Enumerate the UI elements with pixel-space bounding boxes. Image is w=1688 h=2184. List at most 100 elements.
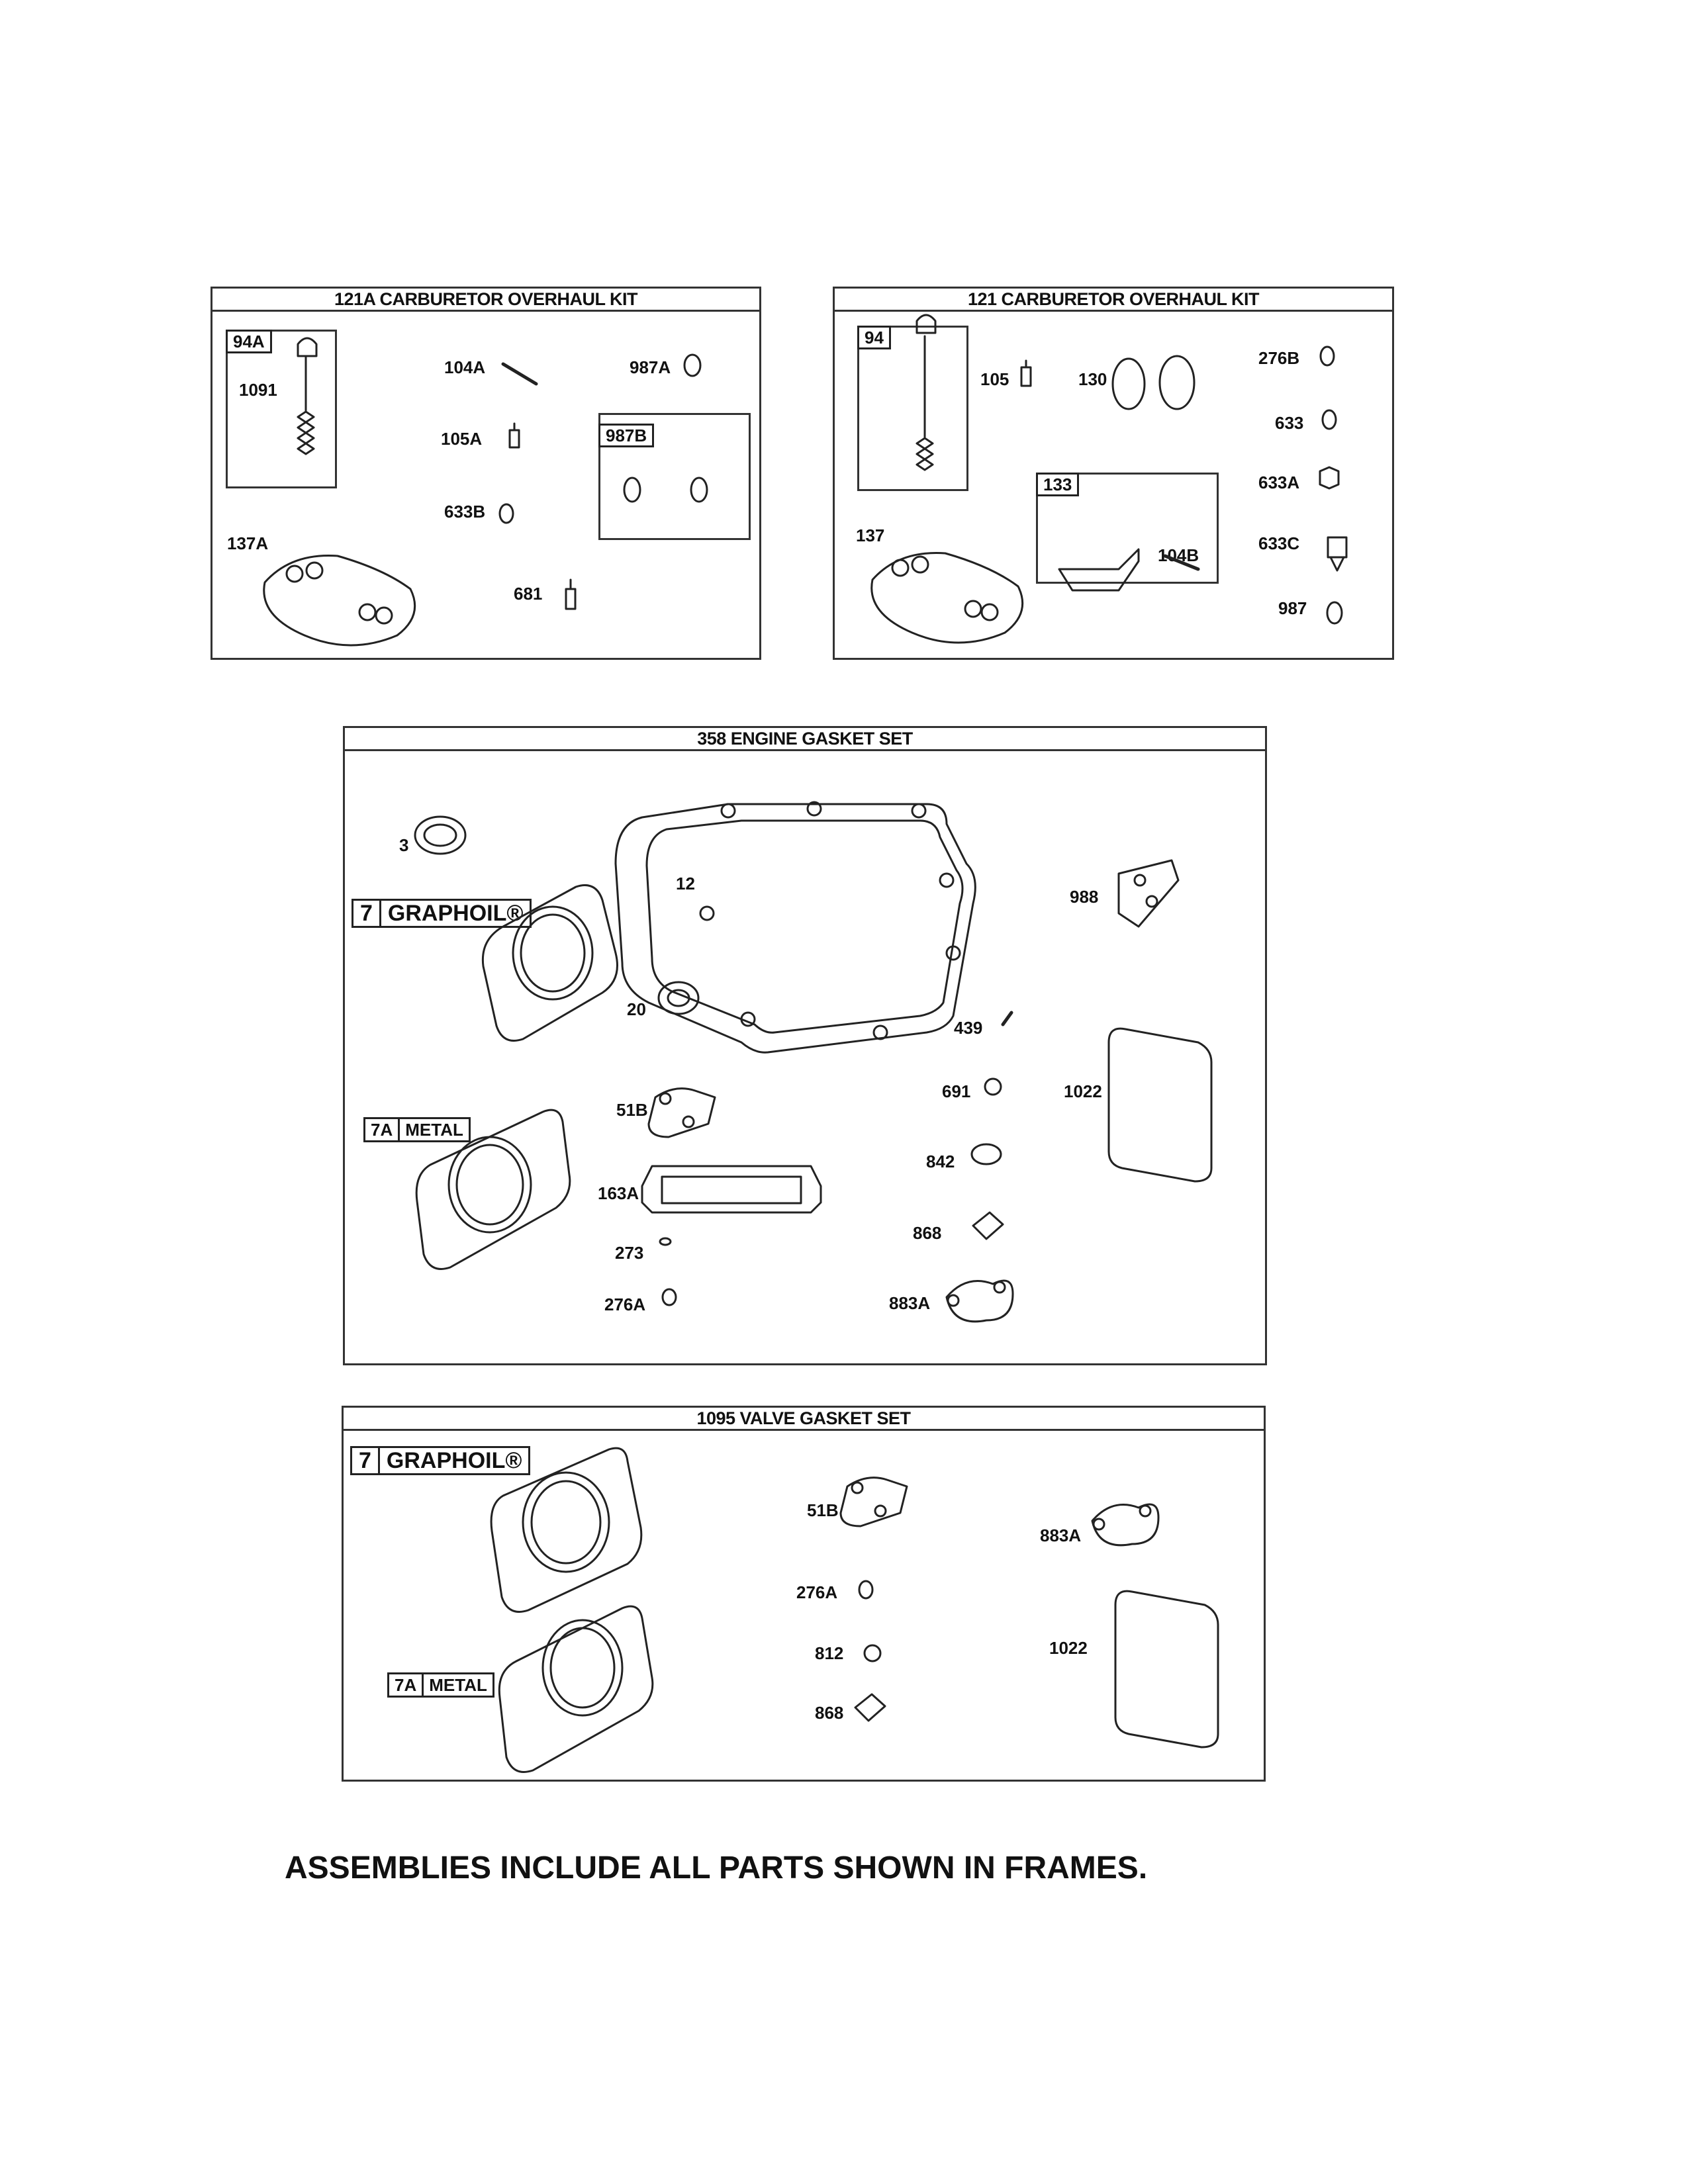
diaphragm-icon [1158,355,1196,410]
washer-icon [623,477,641,503]
part-label-812: 812 [815,1643,844,1663]
head-gasket-icon [481,884,618,1042]
part-label-1022: 1022 [1049,1638,1088,1658]
float-icon [1058,548,1140,592]
graphoil-tag: 7 GRAPHOIL® [352,899,532,928]
part-label-633a: 633A [1258,473,1300,492]
metal-tag: 7A METAL [363,1117,471,1142]
frame-title: 121 CARBURETOR OVERHAUL KIT [835,289,1392,312]
float-needle-icon [297,337,318,455]
exhaust-gasket-icon [1091,1503,1160,1547]
part-label-1022: 1022 [1064,1081,1102,1101]
part-label-133: 133 [1036,473,1080,496]
frame-358-engine-gasket-set: 358 ENGINE GASKET SET 3 12 988 7 GRAPHOI… [343,726,1267,1365]
bushing-icon [854,1693,886,1722]
part-label-987b: 987B [598,424,655,447]
graphoil-label: GRAPHOIL® [386,1448,522,1473]
pin-icon [1163,554,1200,571]
washer-icon [690,477,708,503]
washer-icon [1326,601,1343,625]
breather-gasket-icon [1117,859,1180,928]
part-label-868: 868 [815,1703,844,1723]
part-label-137a: 137A [227,533,269,553]
part-label-633b: 633B [444,502,486,522]
part-label-681: 681 [514,584,543,604]
part-label-883a: 883A [1040,1525,1082,1545]
part-label-7a: 7A [365,1119,400,1140]
nut-icon [1319,466,1340,490]
diaphragm-icon [1111,357,1146,410]
part-label-883a: 883A [889,1293,931,1313]
part-label-273: 273 [615,1243,644,1263]
part-label-137: 137 [856,525,885,545]
part-label-104a: 104A [444,357,486,377]
part-label-20: 20 [627,999,646,1019]
o-ring-icon [970,1143,1002,1165]
part-label-3: 3 [399,835,409,855]
nut-icon [984,1077,1002,1096]
subframe-94 [857,326,968,491]
graphoil-tag: 7 GRAPHOIL® [350,1446,531,1475]
exhaust-gasket-icon [945,1279,1014,1323]
nut-icon [863,1644,882,1662]
bushing-icon [972,1211,1004,1240]
part-label-633c: 633C [1258,533,1300,553]
crankcase-gasket-icon [614,803,976,1054]
bolt-icon [1327,536,1348,572]
float-needle-icon [915,314,937,471]
needle-seat-icon [508,422,520,449]
metal-label: METAL [429,1675,487,1695]
part-label-51b: 51B [616,1100,648,1120]
metal-label: METAL [405,1120,463,1140]
part-label-276b: 276B [1258,348,1300,368]
gasket-icon [263,555,416,647]
washer-icon [498,503,514,524]
washer-icon [858,1580,874,1600]
part-label-276a: 276A [604,1295,646,1314]
washer-icon [1319,345,1335,367]
pin-icon [501,362,538,386]
subframe-133 [1036,473,1219,584]
part-label-1091: 1091 [239,380,277,400]
part-label-276a: 276A [796,1582,838,1602]
part-label-105a: 105A [441,429,483,449]
subframe-987b [598,413,751,540]
subframe-94a [226,330,337,488]
frame-title: 1095 VALVE GASKET SET [344,1408,1264,1431]
part-label-988: 988 [1070,887,1099,907]
metal-tag: 7A METAL [387,1672,494,1698]
part-label-130: 130 [1078,369,1107,389]
part-label-7: 7 [353,901,381,926]
oil-seal-icon [414,815,467,855]
washer-icon [661,1288,677,1306]
valve-cover-gasket-icon [1107,1027,1213,1183]
frame-121-carburetor-kit: 121 CARBURETOR OVERHAUL KIT 94 105 130 2… [833,287,1394,660]
head-gasket-icon [490,1447,643,1613]
part-label-94: 94 [857,326,891,349]
washer-icon [659,1237,672,1246]
graphoil-label: GRAPHOIL® [387,901,524,926]
washer-icon [683,353,702,377]
part-label-12: 12 [676,874,695,893]
intake-gasket-icon [839,1477,908,1527]
part-label-987a: 987A [630,357,671,377]
jet-icon [1020,359,1032,387]
intake-gasket-icon [647,1087,716,1138]
part-label-94a: 94A [226,330,272,353]
washer-icon [1321,409,1337,430]
gasket-icon [870,552,1024,644]
part-label-51b: 51B [807,1500,839,1520]
frame-1095-valve-gasket-set: 1095 VALVE GASKET SET 7 GRAPHOIL® 51B 88… [342,1406,1266,1782]
part-label-691: 691 [942,1081,971,1101]
part-label-633: 633 [1275,413,1304,433]
head-gasket-icon [498,1605,654,1773]
part-label-7: 7 [352,1448,380,1473]
pin-icon [1001,1011,1013,1026]
frame-title: 358 ENGINE GASKET SET [345,728,1265,751]
part-label-7a: 7A [389,1674,424,1696]
part-label-987: 987 [1278,598,1307,618]
footer-note: ASSEMBLIES INCLUDE ALL PARTS SHOWN IN FR… [285,1850,1148,1886]
valve-cover-gasket-icon [1114,1590,1219,1749]
frame-title: 121A CARBURETOR OVERHAUL KIT [212,289,759,312]
